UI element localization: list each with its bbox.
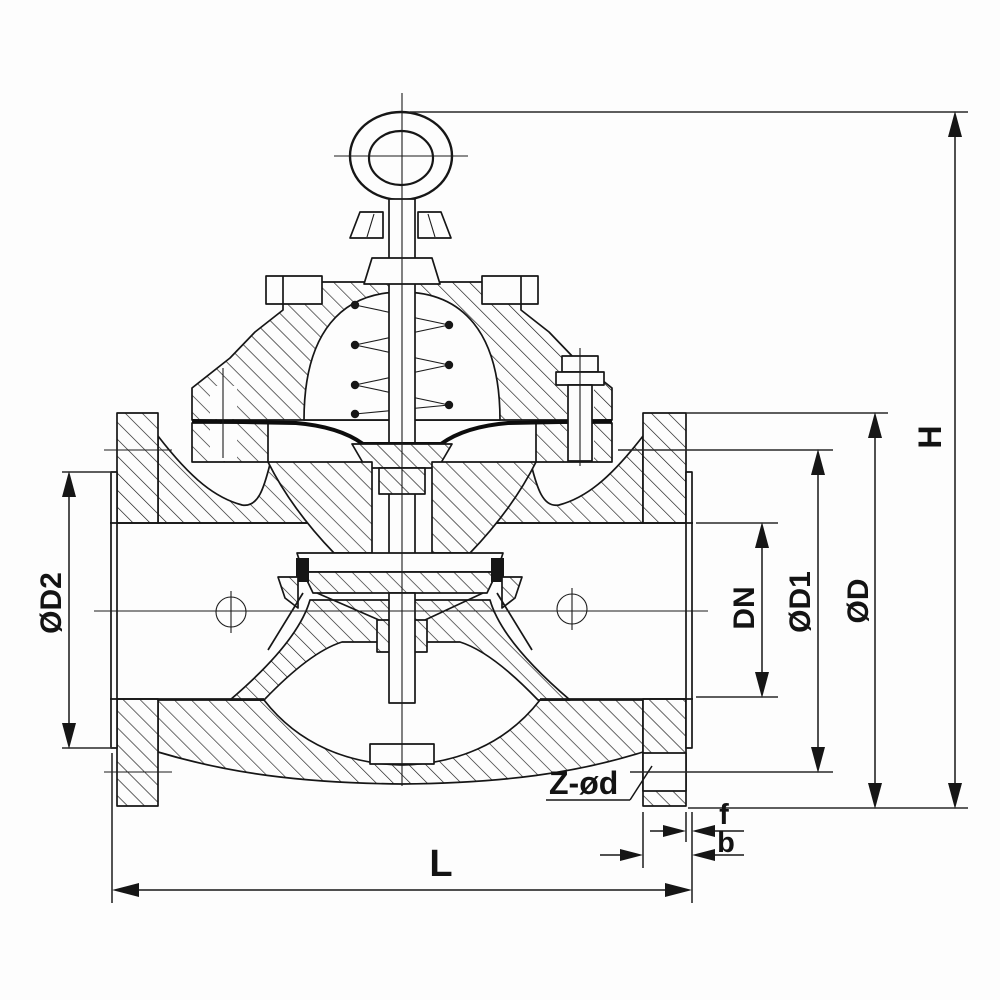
spring-wire-section: [444, 360, 454, 370]
seat-hump: [229, 599, 571, 701]
disc-seal-left: [296, 558, 309, 582]
dim-DN: DN: [696, 522, 778, 698]
spring-wire-section: [350, 409, 360, 419]
dim-label-DN: DN: [728, 586, 761, 629]
dim-H: H: [410, 111, 968, 809]
dim-Z-od: Z-ød: [546, 765, 653, 801]
dim-OD1: ØD1: [618, 449, 833, 773]
dim-label-f: f: [719, 799, 729, 831]
dim-label-OD2: ØD2: [35, 572, 68, 634]
spring-wire-section: [350, 300, 360, 310]
stem-collar-left: [349, 211, 384, 239]
cover-bolt-right: [481, 275, 539, 305]
stem-guide: [267, 461, 537, 554]
left-flange-lower: [116, 698, 159, 807]
seat-lip-left: [277, 576, 299, 609]
dim-OD: ØD: [686, 412, 888, 809]
spring-wire-section: [350, 340, 360, 350]
dim-label-H: H: [912, 425, 948, 448]
left-raised-face: [110, 471, 118, 749]
left-flange-upper: [116, 412, 159, 524]
dim-label-OD1: ØD1: [784, 571, 817, 633]
dim-OD2: ØD2: [35, 471, 112, 749]
dim-f: f: [650, 799, 744, 842]
spring-wire-section: [444, 400, 454, 410]
disc-upper-plate: [296, 552, 504, 573]
dim-label-OD: ØD: [842, 579, 875, 624]
centerlines: [94, 93, 708, 786]
seat-lip-right: [501, 576, 523, 609]
dim-b: b: [600, 812, 744, 868]
stem-collar-right: [417, 211, 452, 239]
left-flange: [104, 412, 172, 807]
spring-wire-section: [444, 320, 454, 330]
dim-L: L: [111, 753, 693, 903]
disc-seal-plate: [302, 571, 498, 594]
right-raised-face: [685, 471, 693, 749]
dim-label-b: b: [717, 827, 735, 859]
spring-wire-section: [350, 380, 360, 390]
disc-seal-right: [491, 558, 504, 582]
dim-label-Z-od: Z-ød: [549, 765, 618, 801]
dim-label-L: L: [429, 843, 452, 885]
eyebolt-ring-inner: [367, 129, 435, 187]
cover-bolt-left: [265, 275, 323, 305]
bore-lines: [110, 522, 693, 700]
right-flange-upper: [642, 412, 687, 524]
body-top-wall-left: [157, 435, 321, 524]
body-bottom-wall: [157, 699, 644, 785]
